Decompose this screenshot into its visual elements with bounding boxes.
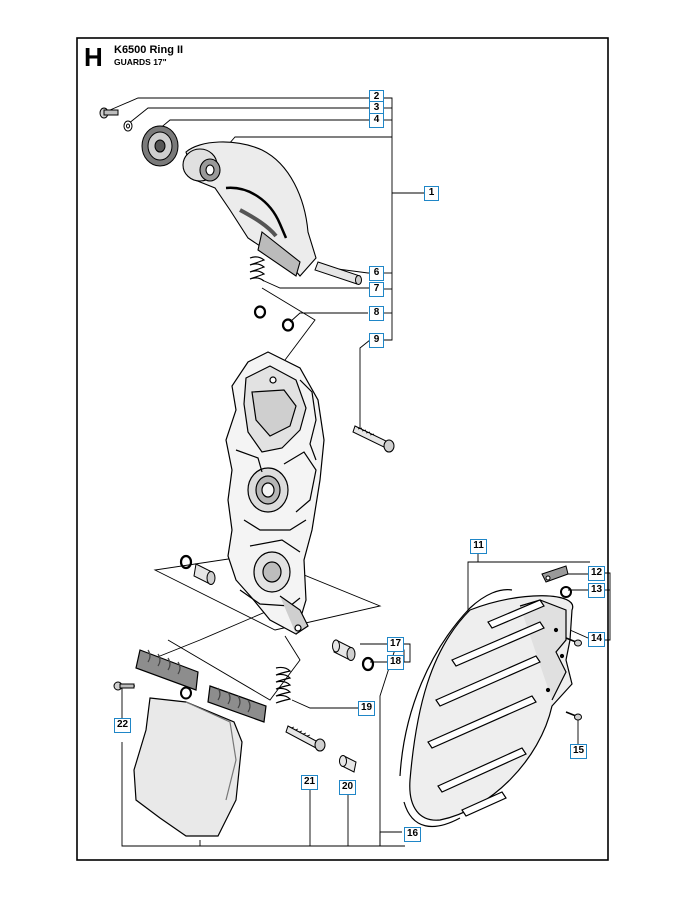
part-washer-3 [123, 120, 133, 132]
part-clip-12 [541, 565, 569, 583]
part-bushing-17 [332, 639, 356, 661]
part-oring-13 [560, 586, 572, 598]
part-nut-20 [339, 755, 357, 773]
diagram-title: K6500 Ring II [114, 44, 184, 56]
part-bolt-21 [285, 725, 326, 752]
callout-1: 1 [424, 186, 439, 201]
part-screw-15 [565, 711, 582, 721]
part-guard-body [225, 351, 325, 635]
part-arm-1 [182, 141, 317, 277]
part-spring-19 [275, 666, 292, 704]
callout-11: 11 [470, 539, 487, 554]
part-oring-8 [253, 305, 295, 332]
callout-18: 18 [387, 655, 404, 670]
part-splash-guard-16 [133, 649, 267, 837]
callout-14: 14 [588, 632, 605, 647]
part-pin-6 [314, 261, 362, 285]
callout-21: 21 [301, 775, 318, 790]
callout-6: 6 [369, 266, 384, 281]
callout-8: 8 [369, 306, 384, 321]
part-bushing-left [179, 554, 216, 585]
part-spring-7 [249, 256, 266, 282]
part-screw-14 [565, 637, 582, 647]
part-screw-22 [113, 681, 192, 700]
callout-22: 22 [114, 718, 131, 733]
part-knob-4 [141, 125, 179, 167]
callout-13: 13 [588, 583, 605, 598]
callout-16: 16 [404, 827, 421, 842]
section-letter: H [84, 42, 103, 72]
callout-9: 9 [369, 333, 384, 348]
part-bolt-9 [352, 425, 395, 453]
diagram-border [76, 37, 609, 861]
part-oring-18 [361, 656, 375, 672]
callout-19: 19 [358, 701, 375, 716]
leader-lines [109, 97, 611, 847]
callout-4: 4 [369, 113, 384, 128]
callout-20: 20 [339, 780, 356, 795]
part-guard-plate-11 [399, 589, 574, 827]
part-screw-2 [99, 107, 119, 119]
callout-12: 12 [588, 566, 605, 581]
diagram-subtitle: GUARDS 17" [114, 57, 167, 67]
callout-17: 17 [387, 637, 404, 652]
callout-7: 7 [369, 282, 384, 297]
callout-15: 15 [570, 744, 587, 759]
